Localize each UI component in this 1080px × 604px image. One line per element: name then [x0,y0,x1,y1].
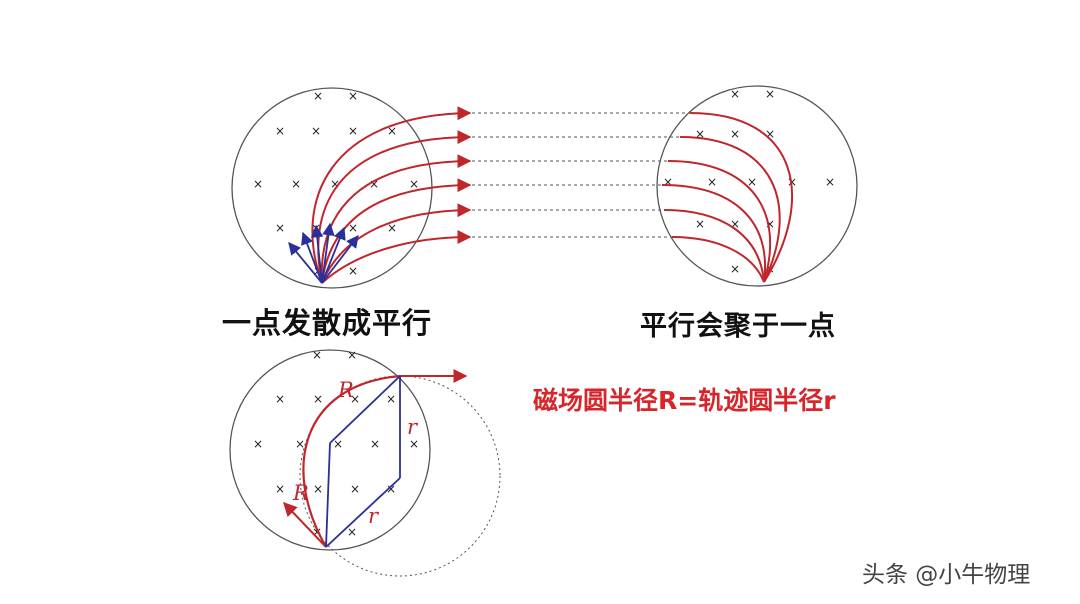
velocity-2 [301,231,323,284]
label-r-side: r [407,415,419,439]
field-x-mark: × [825,175,835,189]
initial-velocity-vectors [288,222,359,284]
diverging-trajectories [311,106,472,284]
field-x-mark: × [730,87,740,101]
field-x-mark: × [311,124,321,138]
bottom-trajectory-arc [302,374,401,548]
field-x-mark: × [387,221,397,235]
field-x-mark: × [765,127,775,141]
rhombus [325,375,401,548]
trajectory-4 [321,178,472,284]
velocity-3 [310,224,324,284]
field-circle-right [656,85,858,287]
field-x-mark: × [409,437,419,451]
field-marks-bottom: × × × × × × × × × × × × × × × × × [253,348,419,539]
converging-trajectories [661,112,793,283]
radius-equation: 磁场圆半径R=轨迹圆半径r [533,386,836,415]
trajectory-1 [311,106,472,284]
converge-2 [679,136,781,283]
field-x-mark: × [765,87,775,101]
field-x-mark: × [348,124,358,138]
field-x-mark: × [253,177,263,191]
field-circle-bottom [229,349,431,551]
field-x-mark: × [730,217,740,231]
field-x-mark: × [347,525,357,539]
field-x-mark: × [747,175,757,189]
converge-6 [671,236,765,283]
field-x-mark: × [275,392,285,406]
field-x-mark: × [730,127,740,141]
field-x-mark: × [313,89,323,103]
field-x-mark: × [275,482,285,496]
velocity-6 [321,234,359,284]
field-x-mark: × [350,392,360,406]
field-x-mark: × [386,392,396,406]
velocity-5 [321,226,346,284]
field-x-mark: × [369,177,379,191]
field-marks-right: ××××××××××××××× [663,87,835,276]
label-r-bottom: r [368,504,380,528]
field-x-mark: × [330,177,340,191]
velocity-1 [288,242,323,284]
velocity-4 [321,222,335,284]
converge-4 [661,184,767,283]
field-x-mark: × [275,221,285,235]
field-x-mark: × [333,437,343,451]
field-x-mark: × [348,264,358,278]
caption-converge: 平行会聚于一点 [640,311,836,342]
field-x-mark: × [253,437,263,451]
field-x-mark: × [707,175,717,189]
field-x-mark: × [386,482,396,496]
field-x-mark: × [347,348,357,362]
trajectory-3 [320,154,472,284]
field-x-mark: × [765,217,775,231]
trajectory-6 [321,230,472,284]
field-x-mark: × [350,482,360,496]
field-x-mark: × [663,175,673,189]
rhombus-left-edge [325,442,331,548]
field-x-mark: × [387,124,397,138]
converge-3 [667,160,772,283]
field-x-mark: × [695,217,705,231]
field-x-mark: × [312,348,322,362]
field-x-mark: × [295,437,305,451]
trajectory-5 [321,203,472,284]
field-x-mark: × [348,221,358,235]
field-x-mark: × [275,124,285,138]
converge-5 [663,209,765,283]
field-x-mark: × [312,525,322,539]
converge-1 [689,112,793,283]
field-x-mark: × [291,177,301,191]
rhombus-bottom-edge [325,477,401,548]
entry-velocity-arrow [283,501,327,548]
parallel-dashed-lines [472,112,690,238]
field-x-mark: × [313,392,323,406]
caption-diverge: 一点发散成平行 [222,306,433,340]
field-x-mark: × [695,127,705,141]
field-x-mark: × [730,262,740,276]
field-x-mark: × [348,89,358,103]
label-R-bottom: R [292,481,309,505]
field-x-mark: × [370,437,380,451]
field-x-mark: × [409,177,419,191]
field-x-mark: × [313,482,323,496]
label-R-top: R [337,378,354,402]
watermark: 头条 @小牛物理 [862,562,1031,588]
rhombus-top-edge [329,375,401,444]
